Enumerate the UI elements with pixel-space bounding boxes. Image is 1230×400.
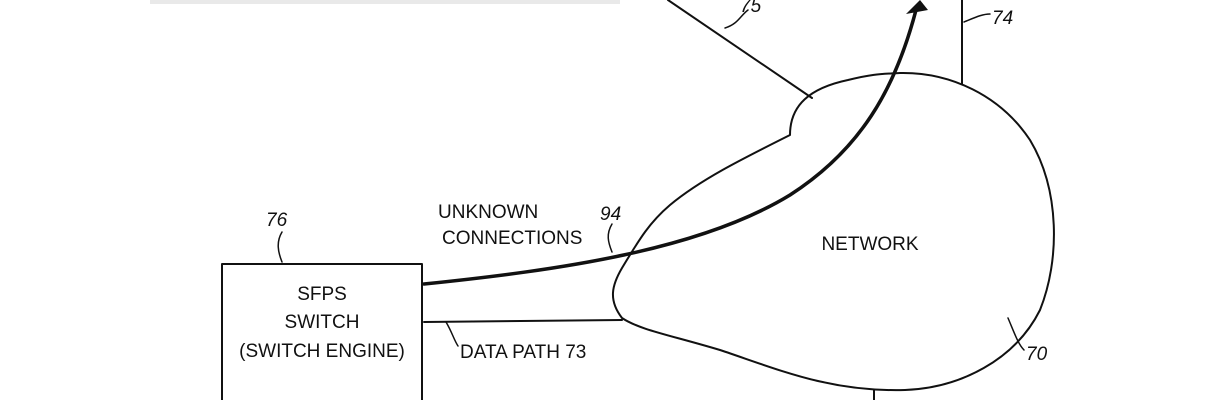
box-74-leader: [963, 13, 991, 23]
unknown-connections-leader: [607, 223, 613, 253]
network-cloud: [612, 71, 1055, 392]
switch-box-ref-leader: [277, 231, 283, 263]
switch-box-ref: 76: [266, 210, 288, 231]
line-75: [667, 0, 813, 99]
unknown-connections-arrow: [422, 8, 918, 286]
line-75-leader: [724, 9, 749, 29]
switch-box: [221, 263, 423, 400]
network-ref-leader: [1007, 317, 1025, 351]
unknown-connections-line1: UNKNOWN: [438, 202, 538, 223]
unknown-connections-line2: CONNECTIONS: [442, 228, 582, 249]
network-label: NETWORK: [821, 234, 918, 255]
switch-label-line2: SWITCH: [285, 312, 360, 333]
data-path-leader: [445, 321, 459, 347]
unknown-connections-ref: 94: [600, 204, 621, 225]
top-edge-smudge: [150, 0, 620, 4]
data-path-line: [423, 319, 623, 323]
switch-label-line3: (SWITCH ENGINE): [239, 341, 405, 362]
network-ref: 70: [1026, 344, 1048, 365]
switch-label-line1: SFPS: [297, 284, 347, 305]
line-75-ref: 75: [740, 0, 762, 17]
arrow-head: [906, 0, 928, 14]
box-74-ref: 74: [992, 8, 1013, 29]
data-path-label: DATA PATH 73: [460, 342, 586, 363]
